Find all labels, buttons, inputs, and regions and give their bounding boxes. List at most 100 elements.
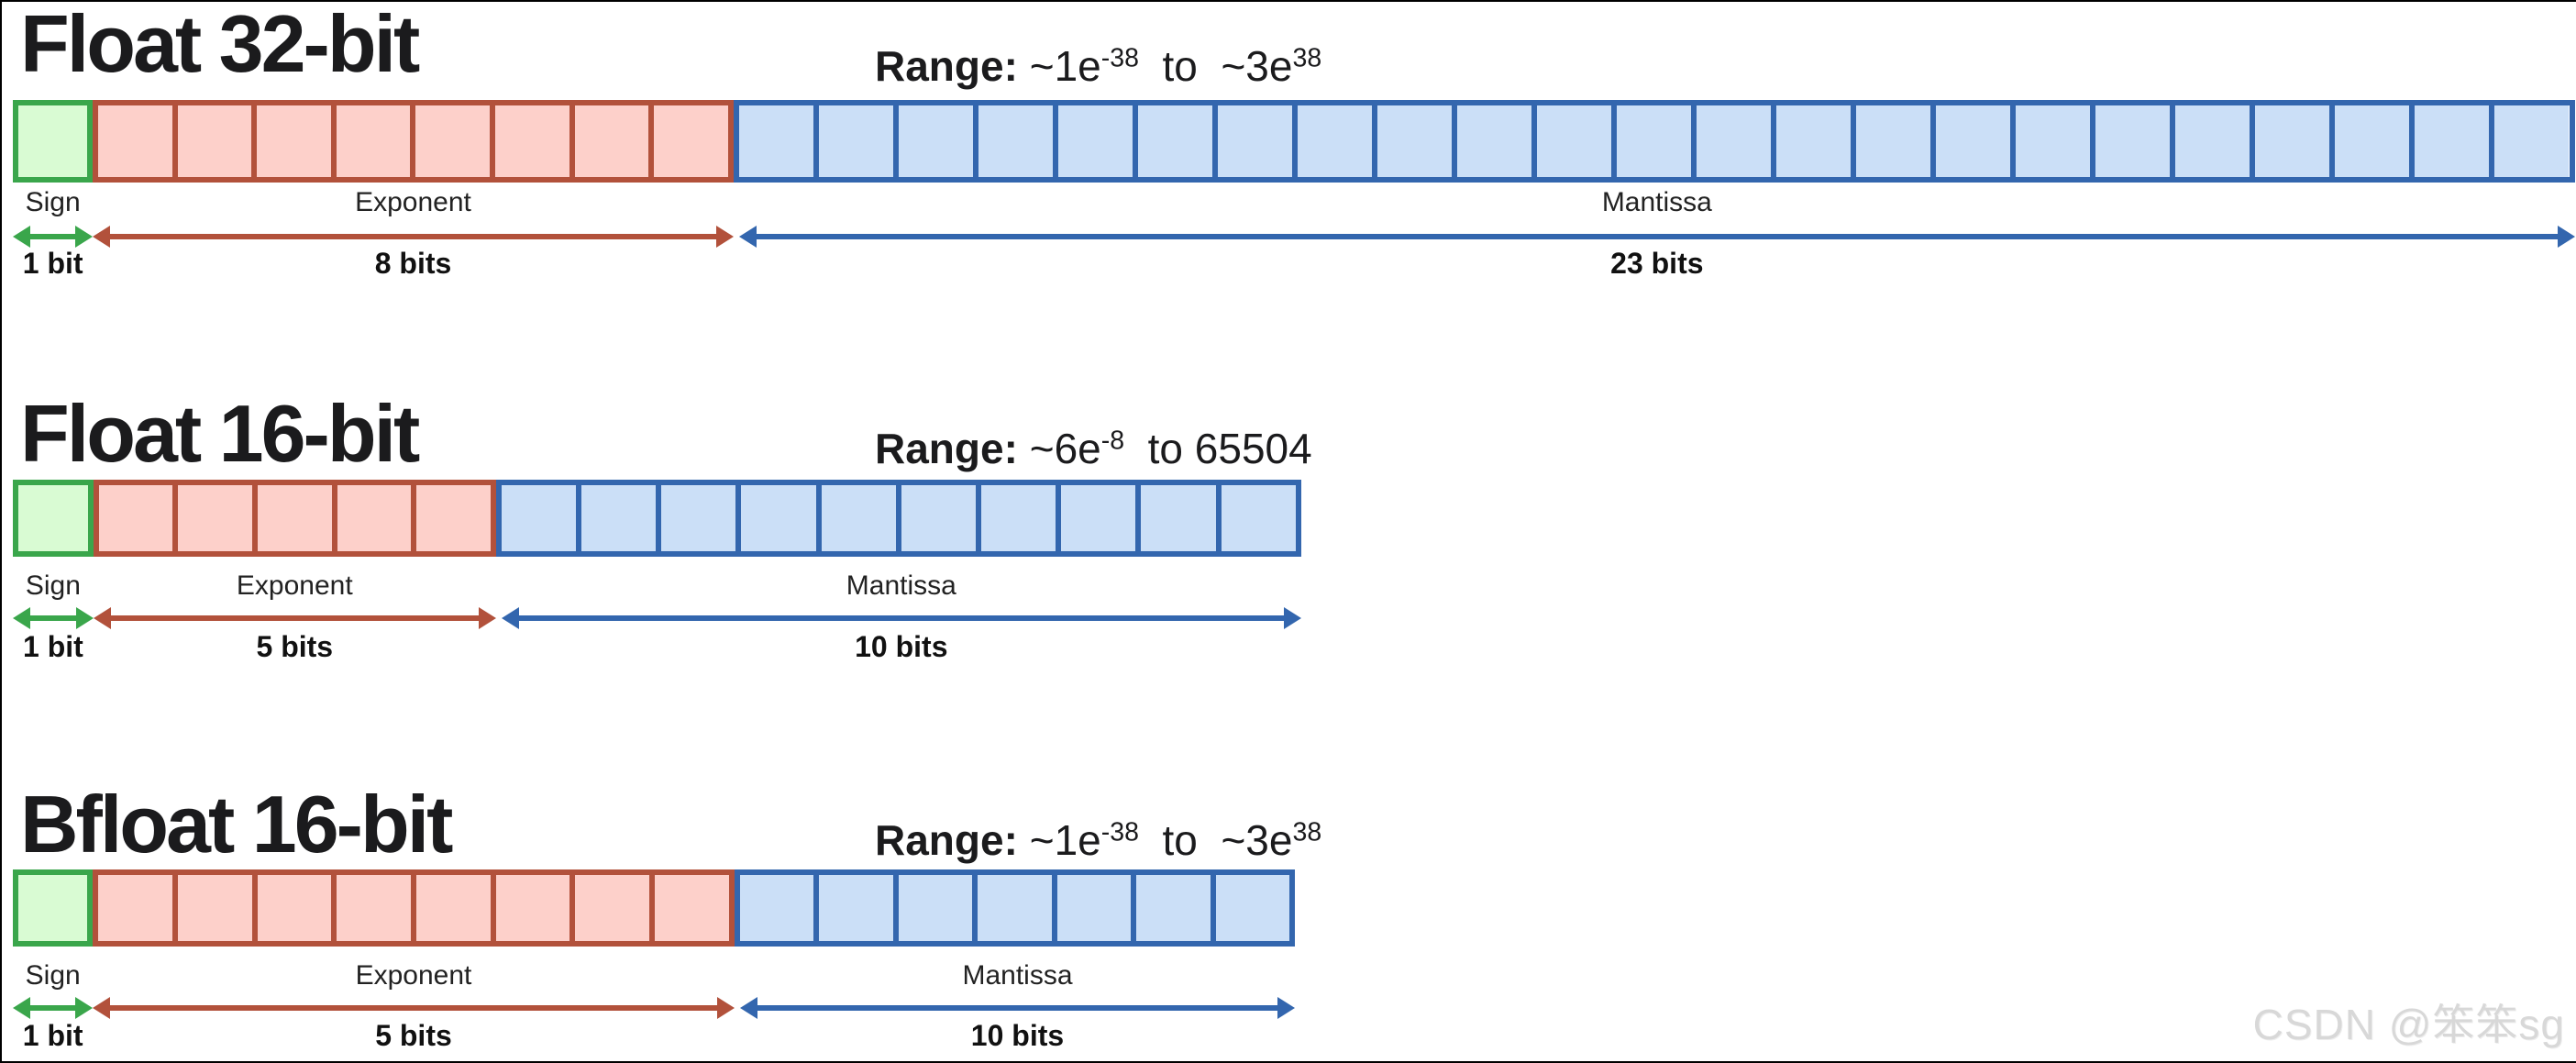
- arrowhead-left: [13, 607, 30, 629]
- arrowhead-left: [501, 607, 519, 629]
- mantissa-name-label: Mantissa: [962, 960, 1073, 991]
- mantissa-bit-cell: [1697, 105, 1777, 177]
- exponent-bit-cell: [337, 485, 417, 551]
- exponent-width-arrow: [93, 607, 496, 629]
- arrowhead-right: [1283, 607, 1301, 629]
- range-segment: to ~3e: [1138, 42, 1293, 90]
- sign-width-arrow: [13, 997, 94, 1019]
- bit-boxes: [13, 100, 2575, 183]
- mantissa-bit-cell: [1856, 105, 1937, 177]
- exponent-bit-cell: [178, 875, 258, 941]
- mantissa-bits-label: 10 bits: [855, 630, 948, 663]
- exponent-bit-cell: [415, 105, 496, 177]
- format-title: Float 32-bit: [20, 0, 420, 89]
- mantissa-bit-cell: [581, 485, 662, 551]
- mantissa-bit-cell: [661, 485, 742, 551]
- mantissa-bit-cell: [898, 875, 978, 941]
- range-exponent: 38: [1292, 43, 1322, 73]
- range-text: Range: ~6e-8 to 65504: [875, 427, 1312, 470]
- arrowhead-right: [75, 997, 94, 1019]
- arrow-line: [110, 1005, 717, 1011]
- arrow-line: [110, 615, 479, 621]
- mantissa-width-arrow: [501, 607, 1301, 629]
- range-text: Range: ~1e-38 to ~3e38: [875, 819, 1321, 861]
- mantissa-section: [733, 100, 2575, 183]
- mantissa-width-arrow: [738, 226, 2575, 248]
- range-colon: :: [1003, 816, 1030, 864]
- bit-boxes: [13, 480, 1301, 557]
- exponent-bit-cell: [98, 875, 179, 941]
- mantissa-section: [495, 480, 1301, 557]
- mantissa-width-arrow: [739, 997, 1296, 1019]
- range-segment: ~1e: [1029, 42, 1101, 90]
- range-label: Range: [875, 42, 1004, 90]
- exponent-bit-cell: [416, 485, 491, 551]
- exponent-bit-cell: [336, 105, 416, 177]
- range-segment: to ~3e: [1138, 816, 1293, 864]
- arrow-line: [30, 615, 76, 621]
- exponent-section: [93, 100, 734, 183]
- sign-section: [13, 869, 94, 947]
- mantissa-name-label: Mantissa: [1601, 187, 1712, 217]
- exponent-section: [93, 869, 735, 947]
- exponent-name-label: Exponent: [236, 570, 353, 601]
- exponent-bit-cell: [257, 485, 337, 551]
- range-colon: :: [1003, 42, 1030, 90]
- sign-bit-cell: [18, 485, 88, 551]
- mantissa-bits-label: 10 bits: [970, 1019, 1065, 1052]
- exponent-bit-cell: [337, 875, 417, 941]
- range-label: Range: [875, 425, 1004, 472]
- arrowhead-left: [738, 226, 757, 248]
- mantissa-bit-cell: [1537, 105, 1618, 177]
- arrowhead-right: [478, 607, 496, 629]
- mantissa-bit-cell: [819, 875, 899, 941]
- watermark: CSDN @笨笨sg: [2252, 1001, 2565, 1048]
- exponent-width-arrow: [93, 997, 735, 1019]
- mantissa-bits-label: 23 bits: [1610, 247, 1704, 280]
- arrow-line: [30, 234, 76, 239]
- mantissa-bit-cell: [1137, 105, 1218, 177]
- exponent-width-arrow: [93, 226, 734, 248]
- mantissa-bit-cell: [2255, 105, 2336, 177]
- exponent-bits-label: 8 bits: [374, 247, 452, 280]
- arrow-line: [757, 1005, 1278, 1011]
- arrowhead-left: [13, 997, 30, 1019]
- arrowhead-right: [2557, 226, 2575, 248]
- exponent-bit-cell: [98, 485, 179, 551]
- mantissa-bit-cell: [2016, 105, 2096, 177]
- mantissa-bit-cell: [1061, 485, 1142, 551]
- range-exponent: -8: [1100, 426, 1125, 456]
- exponent-bit-cell: [98, 105, 178, 177]
- sign-section: [13, 100, 94, 183]
- mantissa-bit-cell: [1215, 875, 1290, 941]
- arrowhead-right: [1277, 997, 1296, 1019]
- range-label: Range: [875, 816, 1004, 864]
- arrowhead-right: [75, 607, 94, 629]
- format-title: Float 16-bit: [20, 388, 420, 479]
- range-segment: to 65504: [1124, 425, 1312, 472]
- exponent-bits-label: 5 bits: [375, 1019, 452, 1052]
- exponent-bit-cell: [575, 875, 655, 941]
- mantissa-bit-cell: [1456, 105, 1537, 177]
- sign-bit-cell: [18, 875, 88, 941]
- mantissa-bit-cell: [2415, 105, 2495, 177]
- range-text: Range: ~1e-38 to ~3e38: [875, 45, 1321, 87]
- bit-boxes: [13, 869, 1296, 947]
- mantissa-bit-cell: [1136, 875, 1216, 941]
- range-exponent: -38: [1100, 817, 1139, 847]
- sign-width-arrow: [13, 226, 94, 248]
- range-value: ~1e-38 to ~3e38: [1030, 42, 1321, 90]
- sign-bits-label: 1 bit: [23, 630, 83, 663]
- sign-name-label: Sign: [25, 187, 81, 217]
- exponent-bit-cell: [654, 105, 728, 177]
- mantissa-bit-cell: [741, 485, 822, 551]
- range-segment: ~1e: [1029, 816, 1101, 864]
- mantissa-bit-cell: [2494, 105, 2570, 177]
- sign-section: [13, 480, 94, 557]
- arrow-line: [30, 1005, 76, 1011]
- range-exponent: -38: [1100, 43, 1139, 73]
- mantissa-bit-cell: [1776, 105, 1857, 177]
- mantissa-bit-cell: [738, 105, 819, 177]
- arrowhead-right: [715, 226, 734, 248]
